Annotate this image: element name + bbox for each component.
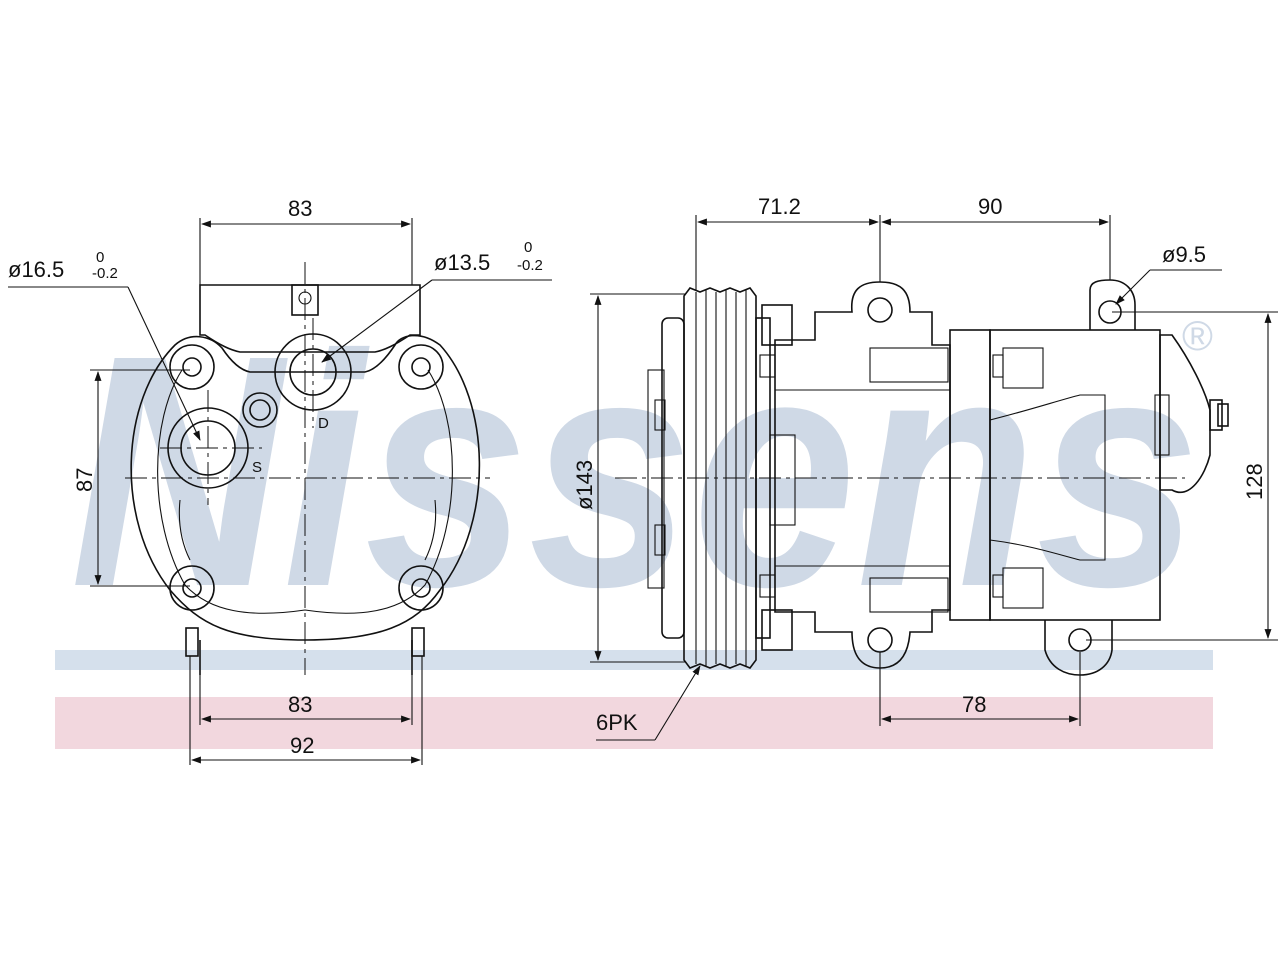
- dim-port-small-tol-upper: 0: [524, 239, 532, 256]
- watermark-brand: Nissens: [70, 286, 1200, 655]
- front-view: D S 83 87 83 92 ø16.5 0 -0.2 ø13.5 0 -0.: [8, 196, 552, 765]
- sight-port: [242, 392, 278, 428]
- dim-pulley-diameter: ø143: [572, 460, 597, 510]
- dim-top-width: 83: [288, 196, 312, 221]
- port-mark-s: S: [252, 459, 262, 476]
- dim-port-small-tol-lower: -0.2: [517, 257, 543, 274]
- side-view: 71.2 90 ø9.5 ø143 128 78 6PK: [572, 194, 1278, 741]
- registered-mark: ®: [1182, 312, 1213, 359]
- blue-band: [55, 650, 1213, 670]
- dim-port-large-tol-upper: 0: [96, 249, 104, 266]
- dim-pulley-to-ear: 71.2: [758, 194, 801, 219]
- front-ear-top-left: [169, 344, 215, 390]
- dim-mount-hole: ø9.5: [1162, 242, 1206, 267]
- dim-ear-to-ear: 90: [978, 194, 1002, 219]
- dim-port-large-tol-lower: -0.2: [92, 265, 118, 282]
- dim-port-small-dia: ø13.5: [434, 250, 490, 275]
- dim-bottom-overall-width: 92: [290, 733, 314, 758]
- pulley: [683, 287, 757, 669]
- dim-overall-height: 128: [1242, 463, 1267, 500]
- port-small: [274, 333, 352, 411]
- belt-type-label: 6PK: [596, 710, 638, 735]
- front-ear-bottom-right: [398, 565, 444, 611]
- front-ear-bottom-left: [169, 565, 215, 611]
- front-ear-top-right: [398, 344, 444, 390]
- dim-height: 87: [72, 468, 97, 492]
- dim-bottom-ear-spacing: 78: [962, 692, 986, 717]
- dim-port-large-dia: ø16.5: [8, 257, 64, 282]
- front-housing-hole-top: [867, 297, 893, 323]
- port-mark-d: D: [318, 415, 329, 432]
- port-large: [167, 407, 249, 489]
- dim-bottom-inner-width: 83: [288, 692, 312, 717]
